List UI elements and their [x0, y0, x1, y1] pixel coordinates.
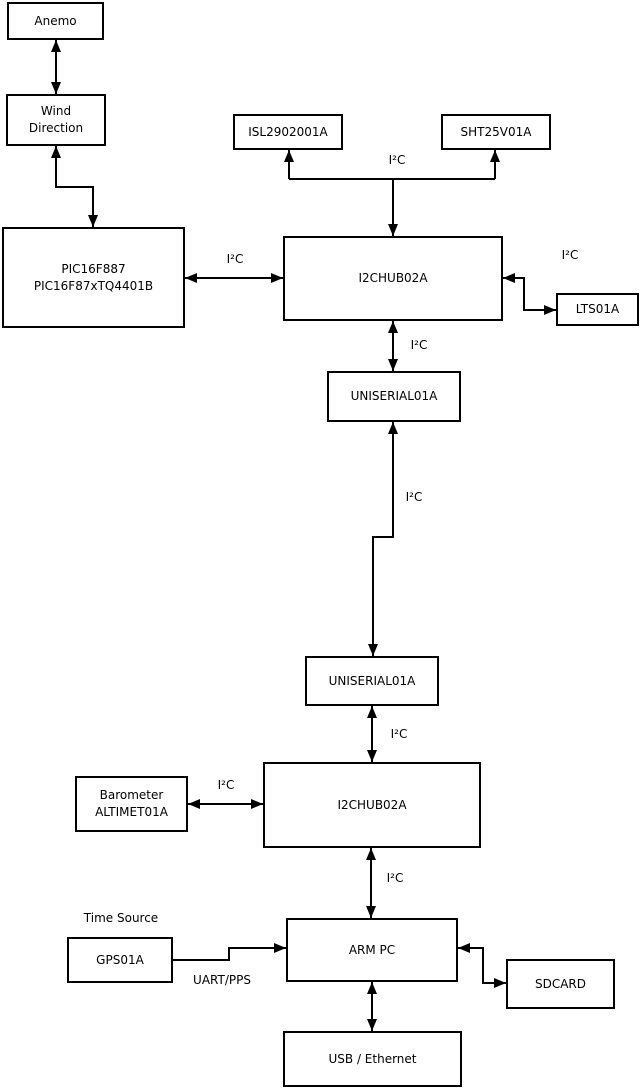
connector-hub1-lts: [503, 273, 556, 315]
i2c-label-hub2-armpc: I²C: [385, 871, 405, 885]
i2c-label-pic-hub: I²C: [225, 252, 245, 266]
node-i2chub02a-bottom: I2CHUB02A: [263, 762, 481, 848]
node-barometer-line1: Barometer: [99, 788, 164, 803]
node-wind-direction-line2: Direction: [28, 121, 84, 135]
node-arm-pc: ARM PC: [286, 918, 458, 982]
node-wind-direction-line1: Wind: [40, 104, 72, 119]
node-gps01a-label: GPS01A: [96, 952, 144, 967]
i2c-label-hub-uniserial: I²C: [409, 338, 429, 352]
node-i2chub02a-bottom-label: I2CHUB02A: [337, 797, 407, 812]
connector-armpc-sdcard: [458, 943, 506, 988]
time-source-label: Time Source: [82, 911, 160, 925]
i2c-label-sensor-bus: I²C: [387, 153, 407, 167]
node-gps01a: GPS01A: [67, 937, 173, 983]
i2c-label-uniserial-link: I²C: [404, 490, 424, 504]
node-uniserial01a-top-label: UNISERIAL01A: [350, 389, 438, 404]
node-pic-line2: PIC16F87xTQ4401B: [33, 278, 154, 293]
node-uniserial01a-bottom-label: UNISERIAL01A: [328, 673, 416, 688]
connector-uniserial-link: [368, 422, 398, 656]
i2c-label-uniserial-hub2: I²C: [389, 727, 409, 741]
node-pic-line1: PIC16F887: [61, 261, 126, 276]
node-isl2902001a: ISL2902001A: [233, 114, 343, 150]
node-uniserial01a-bottom: UNISERIAL01A: [305, 656, 439, 706]
node-sdcard: SDCARD: [506, 959, 615, 1009]
uart-pps-label: UART/PPS: [192, 973, 252, 987]
node-i2chub02a-top-label: I2CHUB02A: [358, 271, 428, 286]
i2c-label-barometer: I²C: [216, 778, 236, 792]
node-lts01a-label: LTS01A: [575, 302, 620, 317]
connector-wind-pic: [51, 146, 98, 227]
node-pic-microcontroller: PIC16F887 PIC16F87xTQ4401B: [2, 227, 185, 328]
node-arm-pc-label: ARM PC: [348, 942, 396, 957]
connector-gps-armpc: [173, 943, 286, 961]
node-i2chub02a-top: I2CHUB02A: [283, 236, 503, 321]
node-usb-ethernet-label: USB / Ethernet: [328, 1051, 417, 1066]
node-anemo: Anemo: [7, 2, 104, 40]
node-barometer-altimet01a: Barometer ALTIMET01A: [75, 776, 188, 832]
node-anemo-label: Anemo: [34, 13, 77, 28]
node-sht25v01a-label: SHT25V01A: [460, 124, 532, 139]
i2c-label-lts: I²C: [560, 248, 580, 262]
node-uniserial01a-top: UNISERIAL01A: [327, 371, 461, 422]
node-wind-direction: Wind Direction: [6, 94, 106, 146]
node-usb-ethernet: USB / Ethernet: [283, 1031, 462, 1087]
node-isl2902001a-label: ISL2902001A: [248, 124, 328, 139]
node-sht25v01a: SHT25V01A: [441, 114, 551, 150]
node-barometer-line2: ALTIMET01A: [95, 805, 168, 819]
node-sdcard-label: SDCARD: [534, 976, 587, 991]
node-lts01a: LTS01A: [556, 293, 639, 326]
